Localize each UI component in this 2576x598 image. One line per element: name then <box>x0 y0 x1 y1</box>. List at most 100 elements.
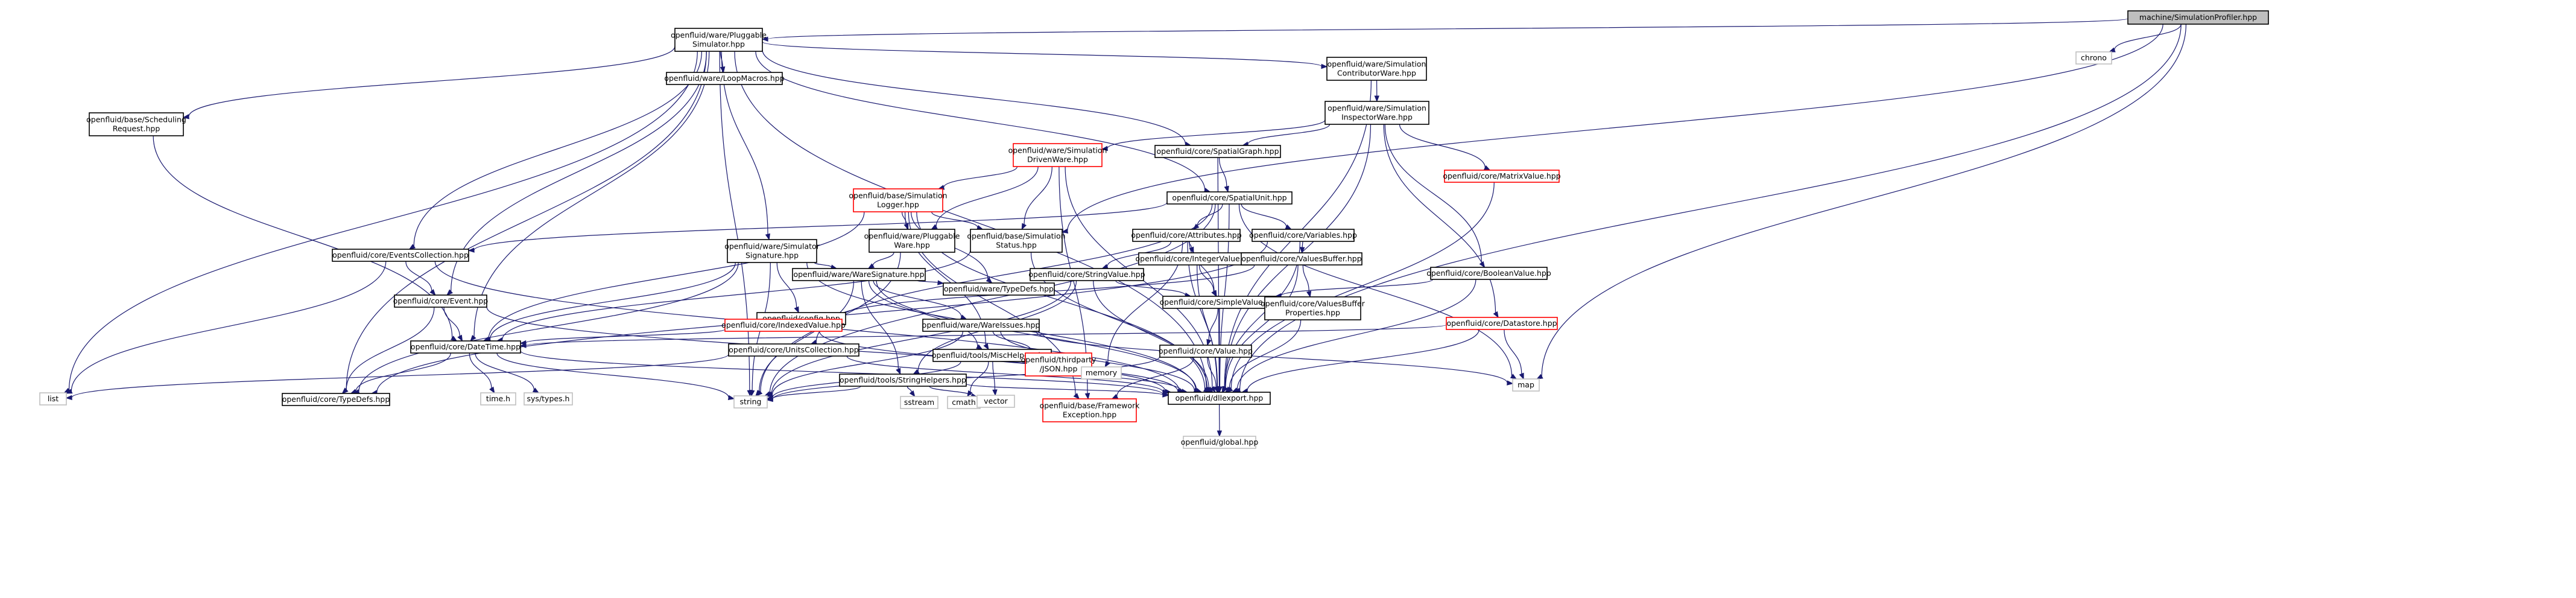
node-core-typedefs[interactable]: openfluid/core/TypeDefs.hpp <box>282 393 390 406</box>
node-label: openfluid/base/Framework <box>1040 401 1141 410</box>
edge-pluggable_sim-to-events_coll <box>408 51 702 250</box>
node-spatial-unit[interactable]: openfluid/core/SpatialUnit.hpp <box>1166 191 1293 205</box>
node-box <box>1430 267 1548 280</box>
node-dllexport[interactable]: openfluid/dllexport.hpp <box>1168 392 1271 405</box>
edge-sim_signature-to-config <box>776 262 799 314</box>
node-integer-value[interactable]: openfluid/core/IntegerValue.hpp <box>1136 252 1257 266</box>
edge-events_coll-to-event <box>405 261 436 296</box>
node-label: openfluid/base/Simulation <box>849 191 947 200</box>
edge-simple_value-to-value <box>1206 308 1218 346</box>
node-label: Request.hpp <box>113 124 160 133</box>
node-event[interactable]: openfluid/core/Event.hpp <box>393 294 489 308</box>
edge-sim_driven-to-sim_status <box>1021 166 1052 231</box>
node-label: openfluid/ware/Simulation <box>1008 146 1107 155</box>
node-box <box>1013 143 1103 167</box>
node-box <box>727 239 817 263</box>
node-string-helpers[interactable]: openfluid/tools/StringHelpers.hpp <box>839 374 967 387</box>
node-label: openfluid/core/IntegerValue.hpp <box>1136 254 1257 263</box>
edge-sim_signature-to-datetime <box>484 262 736 342</box>
edge-sim_contrib-to-sim_inspector <box>1374 80 1380 103</box>
nodes-layer: machine/SimulationProfiler.hppopenfluid/… <box>39 10 2269 449</box>
node-units-coll[interactable]: openfluid/core/UnitsCollection.hpp <box>728 343 859 357</box>
edge-integer_value-to-dllexport <box>1197 264 1220 393</box>
node-label: Signature.hpp <box>745 251 799 260</box>
node-label: Exception.hpp <box>1063 410 1116 419</box>
node-cmath: cmath <box>947 396 981 409</box>
edge-events_coll-to-list <box>65 261 387 394</box>
node-datastore[interactable]: openfluid/core/Datastore.hpp <box>1446 317 1558 330</box>
edge-pluggable_sim-to-spatial_unit <box>755 51 1211 193</box>
edge-sim_driven-to-sim_logger <box>937 166 1018 190</box>
node-label: list <box>48 394 59 403</box>
node-misc-helpers[interactable]: openfluid/tools/MiscHelpers.hpp <box>932 349 1052 362</box>
node-simple-value[interactable]: openfluid/core/SimpleValue.hpp <box>1160 296 1280 309</box>
node-label: openfluid/ware/WareIssues.hpp <box>922 320 1040 329</box>
node-box <box>869 229 955 253</box>
node-loop-macros[interactable]: openfluid/ware/LoopMacros.hpp <box>664 72 785 85</box>
node-box <box>1168 392 1271 405</box>
node-datetime[interactable]: openfluid/core/DateTime.hpp <box>410 340 521 354</box>
node-ware-sig[interactable]: openfluid/ware/WareSignature.hpp <box>792 268 926 281</box>
edge-event-to-core_typedefs <box>341 307 435 394</box>
node-variables[interactable]: openfluid/core/Variables.hpp <box>1249 229 1357 242</box>
node-matrix-value[interactable]: openfluid/core/MatrixValue.hpp <box>1443 170 1561 183</box>
node-box <box>332 249 469 262</box>
node-box <box>970 229 1063 253</box>
node-label: openfluid/core/Attributes.hpp <box>1131 231 1241 240</box>
edge-sim_signature-to-core_typedefs <box>353 262 739 394</box>
edge-event-to-datetime <box>443 307 463 342</box>
edge-datastore-to-map <box>1504 329 1524 380</box>
node-ware-issues[interactable]: openfluid/ware/WareIssues.hpp <box>922 319 1040 332</box>
node-label: Status.hpp <box>996 241 1037 250</box>
node-json[interactable]: openfluid/thirdparty/JSON.hpp <box>1021 352 1097 377</box>
node-string-value[interactable]: openfluid/core/StringValue.hpp <box>1028 268 1145 281</box>
node-attributes[interactable]: openfluid/core/Attributes.hpp <box>1131 229 1242 242</box>
node-indexed-value[interactable]: openfluid/core/IndexedValue.hpp <box>721 319 846 332</box>
node-ware-typedefs[interactable]: openfluid/ware/TypeDefs.hpp <box>943 282 1055 296</box>
node-label: map <box>1517 380 1534 389</box>
edge-sim_inspector-to-datastore <box>1383 124 1499 319</box>
node-label: openfluid/core/TypeDefs.hpp <box>282 395 390 404</box>
node-label: Ware.hpp <box>894 241 930 250</box>
node-label: openfluid/ware/TypeDefs.hpp <box>944 284 1054 293</box>
node-label: /JSON.hpp <box>1040 364 1078 374</box>
node-label: sys/types.h <box>527 394 570 403</box>
node-list: list <box>39 392 67 406</box>
edge-profiler-to-chrono <box>2109 24 2182 52</box>
edge-sim_inspector-to-sim_driven <box>1101 119 1326 151</box>
node-label: time.h <box>486 394 510 403</box>
node-time-h: time.h <box>480 392 516 406</box>
node-spatial-graph[interactable]: openfluid/core/SpatialGraph.hpp <box>1154 145 1281 158</box>
node-label: openfluid/core/MatrixValue.hpp <box>1443 171 1560 180</box>
node-values-buf-props[interactable]: openfluid/core/ValuesBufferProperties.hp… <box>1261 296 1366 320</box>
edge-spatial_graph-to-spatial_unit <box>1218 157 1229 193</box>
node-values-buffer[interactable]: openfluid/core/ValuesBuffer.hpp <box>1241 252 1362 266</box>
node-label: openfluid/base/Scheduling <box>86 115 186 124</box>
edge-string_value-to-simple_value <box>1115 280 1192 298</box>
node-label: openfluid/thirdparty <box>1021 355 1097 364</box>
node-sim-inspector[interactable]: openfluid/ware/SimulationInspectorWare.h… <box>1324 101 1429 125</box>
node-events-coll[interactable]: openfluid/core/EventsCollection.hpp <box>332 249 469 262</box>
node-value[interactable]: openfluid/core/Value.hpp <box>1159 345 1253 358</box>
node-box <box>724 319 843 332</box>
node-label: openfluid/base/Simulation <box>967 232 1065 241</box>
node-box <box>2075 51 2112 65</box>
node-boolean-value[interactable]: openfluid/core/BooleanValue.hpp <box>1426 267 1551 280</box>
edge-datastore-to-dllexport <box>1241 329 1479 393</box>
node-label: openfluid/core/ValuesBuffer <box>1261 299 1366 308</box>
node-box <box>1324 101 1429 125</box>
edge-string_helpers-to-sstream <box>907 386 916 398</box>
node-label: Logger.hpp <box>877 200 919 209</box>
node-label: openfluid/ware/WareSignature.hpp <box>793 270 924 279</box>
node-sim-contrib[interactable]: openfluid/ware/SimulationContributorWare… <box>1326 57 1427 81</box>
node-box <box>410 340 521 354</box>
node-box <box>480 392 516 406</box>
